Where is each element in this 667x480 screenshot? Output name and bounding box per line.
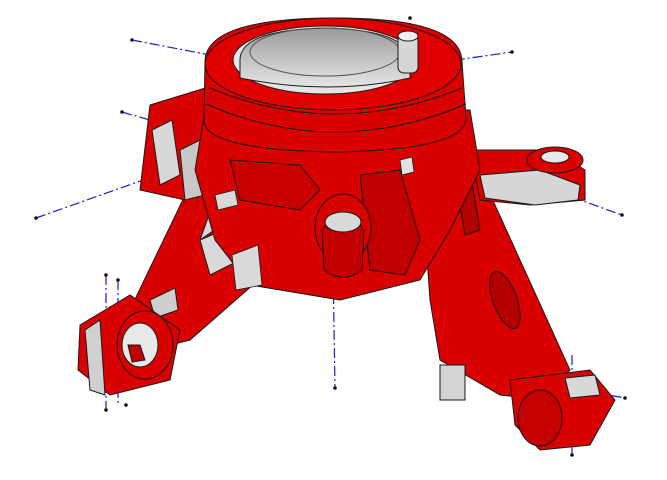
rib-highlights [214,156,415,291]
hub-pin[interactable] [397,30,419,74]
axis-endpoints [34,16,627,457]
axis-line [329,77,336,389]
right-mount-lug[interactable] [469,146,586,206]
hub-ring[interactable] [203,17,467,153]
right-eye-boss[interactable] [509,369,616,451]
front-boss[interactable] [314,193,372,278]
left-eye-boss[interactable] [77,294,181,396]
